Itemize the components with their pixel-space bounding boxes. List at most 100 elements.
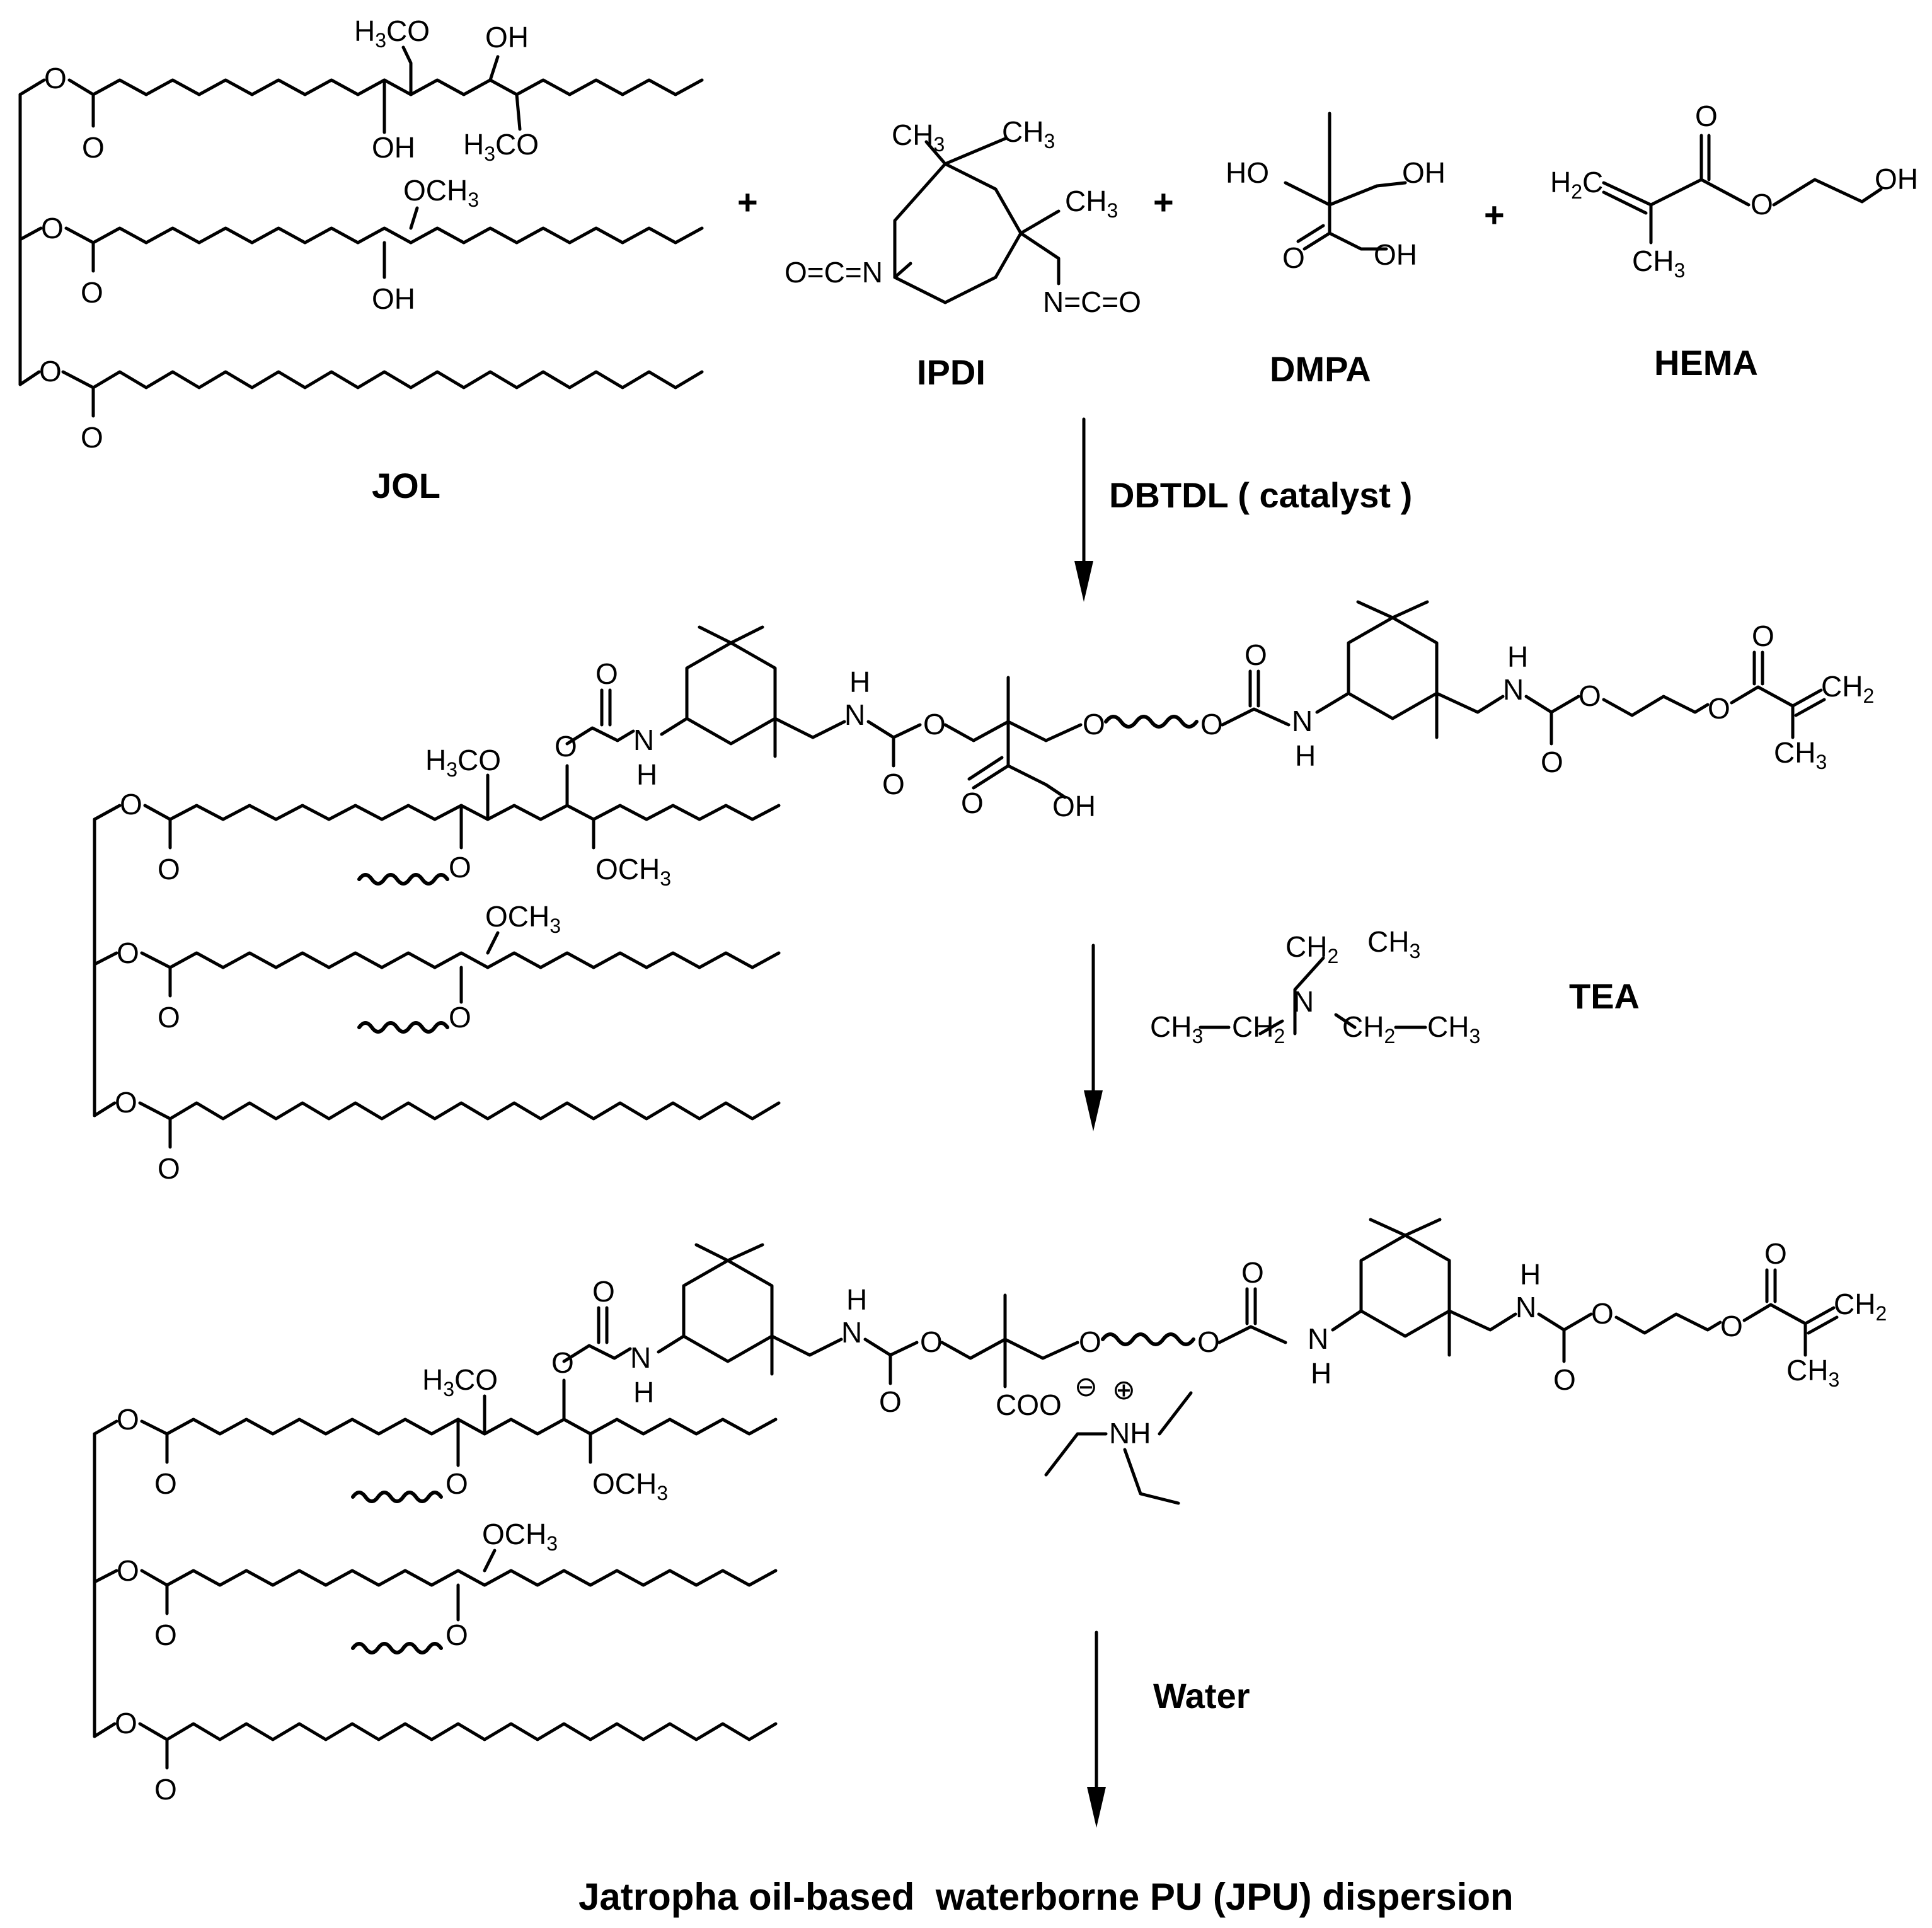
negative-charge: ⊖ — [1074, 1371, 1098, 1403]
amine-h: H — [1520, 1258, 1541, 1291]
methyl-label: CH3 — [1367, 925, 1420, 962]
carbonyl-oxygen: O — [1752, 620, 1774, 652]
methyl-label: CH3 — [1774, 736, 1827, 773]
ipdi-label: IPDI — [917, 352, 986, 392]
ester-oxygen: O — [115, 1707, 137, 1740]
amine-h: H — [846, 1283, 867, 1316]
methoxy-label: OCH3 — [592, 1467, 668, 1504]
methoxy-label: OCH3 — [482, 1518, 558, 1555]
methyl-label: CH3 — [1786, 1354, 1839, 1391]
amine-label: N — [841, 1316, 862, 1349]
methylene-label: CH2 — [1342, 1010, 1395, 1048]
ether-oxygen: O — [920, 1325, 943, 1358]
carbonyl-oxygen: O — [1282, 241, 1305, 274]
ammonium-label: NH — [1109, 1417, 1151, 1450]
ether-oxygen: O — [446, 1467, 468, 1500]
carbonyl-oxygen: O — [882, 768, 905, 800]
methylene-label: CH2 — [1821, 670, 1874, 707]
methoxy-label: OCH3 — [595, 853, 671, 890]
methylene-label: CH2 — [1232, 1010, 1285, 1048]
amine-h: H — [849, 666, 870, 698]
hema-label: HEMA — [1654, 343, 1758, 383]
ether-oxygen: O — [1708, 692, 1730, 725]
carbonyl-oxygen: O — [82, 131, 105, 164]
carbonyl-oxygen: O — [81, 421, 103, 454]
methyl-label: CH3 — [1065, 185, 1118, 222]
hydroxyl-label: OH — [485, 21, 529, 54]
jol-label: JOL — [372, 466, 440, 505]
carbonyl-oxygen: O — [154, 1773, 177, 1806]
arrowhead — [1074, 561, 1093, 602]
plus-sign: + — [737, 182, 758, 222]
amine-label: N — [1308, 1322, 1328, 1355]
amine-label: N — [1293, 985, 1314, 1018]
ether-oxygen: O — [1197, 1325, 1220, 1358]
ester-oxygen: O — [117, 1554, 139, 1587]
carboxylate-label: COO — [996, 1388, 1062, 1421]
prepolymer-structure: O O O H3CO OCH3 O O N H N H O O O OH — [93, 600, 1874, 1185]
ether-oxygen: O — [1591, 1297, 1614, 1330]
ester-oxygen: O — [44, 62, 67, 95]
carbonyl-oxygen: O — [1553, 1363, 1576, 1396]
ether-oxygen: O — [1578, 679, 1601, 712]
plus-sign: + — [1484, 195, 1505, 234]
ether-oxygen: O — [1083, 708, 1105, 741]
carbonyl-oxygen: O — [81, 276, 103, 309]
ether-oxygen: O — [1079, 1325, 1101, 1358]
hydroxyl-label: OH — [1875, 163, 1918, 195]
ester-oxygen: O — [555, 730, 577, 763]
ester-oxygen: O — [115, 1086, 137, 1119]
methoxy-label: H3CO — [463, 128, 539, 165]
jol-structure: O O OH OH H3CO H3CO O O OH OCH3 O O — [18, 14, 704, 454]
methyl-label: CH3 — [1427, 1010, 1480, 1048]
catalyst-label: DBTDL ( catalyst ) — [1109, 475, 1412, 515]
ester-oxygen: O — [1751, 188, 1773, 221]
tea-label: TEA — [1569, 976, 1640, 1016]
methyl-label: CH3 — [892, 118, 945, 156]
carbonyl-oxygen: O — [592, 1275, 615, 1308]
amine-label: N — [1503, 673, 1524, 706]
amine-label: N — [1292, 705, 1313, 737]
tea-structure: CH2 CH3 N CH3 CH2 CH2 CH3 — [1150, 925, 1480, 1048]
amine-label: N — [844, 698, 865, 731]
plus-sign: + — [1153, 182, 1174, 222]
ether-oxygen: O — [1720, 1310, 1743, 1342]
dmpa-label: DMPA — [1270, 349, 1371, 389]
methyl-label: CH3 — [1002, 115, 1055, 153]
amine-label: N — [630, 1341, 651, 1374]
amine-label: N — [633, 724, 654, 756]
carbonyl-oxygen: O — [154, 1467, 177, 1500]
amine-h: H — [636, 758, 657, 791]
ester-oxygen: O — [39, 355, 62, 388]
hydroxyl-label: OH — [1052, 790, 1096, 823]
carbonyl-oxygen: O — [595, 657, 618, 690]
methyl-label: CH3 — [1632, 245, 1685, 282]
methoxy-label: H3CO — [425, 744, 501, 781]
methylene-label: H2C — [1550, 166, 1603, 203]
carbonyl-oxygen: O — [1764, 1237, 1787, 1270]
methylene-label: CH2 — [1285, 930, 1338, 967]
carbonyl-oxygen: O — [1541, 746, 1563, 778]
arrowhead — [1084, 1090, 1103, 1131]
ether-oxygen: O — [449, 1001, 471, 1034]
hydroxyl-label: OH — [1374, 238, 1417, 271]
neutralized-polymer-structure: O O O H3CO OCH3 O O N H N H O O COO ⊖ ⊕ … — [93, 1218, 1887, 1806]
hema-structure: H2C CH3 O O OH — [1550, 100, 1918, 282]
methyl-label: CH3 — [1150, 1010, 1203, 1048]
arrowhead — [1087, 1787, 1106, 1828]
methylene-label: CH2 — [1834, 1288, 1887, 1325]
ester-oxygen: O — [551, 1346, 574, 1379]
carbonyl-oxygen: O — [879, 1385, 902, 1418]
carbonyl-oxygen: O — [158, 1001, 180, 1034]
carbonyl-oxygen: O — [154, 1619, 177, 1651]
ether-oxygen: O — [1200, 708, 1223, 741]
carbonyl-oxygen: O — [1695, 100, 1718, 132]
product-label: Jatropha oil-based waterborne PU (JPU) d… — [578, 1876, 1514, 1918]
amine-h: H — [1507, 640, 1528, 673]
carbonyl-oxygen: O — [158, 853, 180, 886]
amine-label: N — [1515, 1291, 1536, 1324]
carbonyl-oxygen: O — [961, 787, 984, 819]
carbonyl-oxygen: O — [1245, 638, 1267, 671]
ester-oxygen: O — [41, 212, 64, 245]
